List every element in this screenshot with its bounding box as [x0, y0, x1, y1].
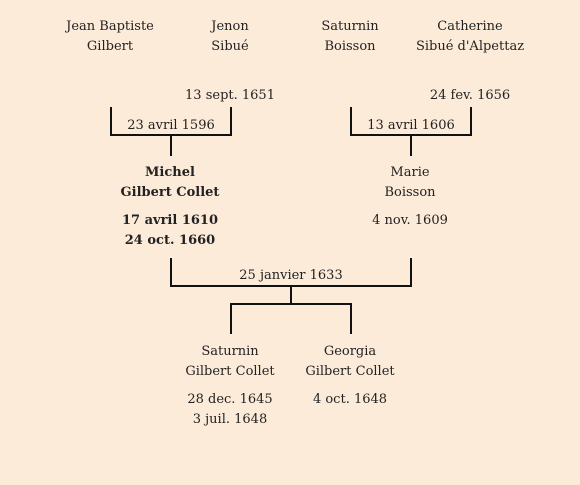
first-name: Georgia	[323, 344, 377, 359]
last-name: Sibué d'Alpettaz	[415, 39, 525, 54]
marriage-date-maternal: 13 avril 1606	[367, 118, 455, 133]
first-name: Saturnin	[201, 344, 259, 359]
first-name: Catherine	[437, 19, 503, 34]
child-person: Saturnin Gilbert Collet 28 dec. 1645 3 j…	[170, 342, 290, 430]
grandmother-paternal: Jenon Sibué	[170, 17, 290, 57]
child-person: Georgia Gilbert Collet 4 oct. 1648	[290, 342, 410, 410]
grandmother-maternal: Catherine Sibué d'Alpettaz	[400, 17, 540, 57]
first-name: Marie	[390, 165, 430, 180]
last-name: Boisson	[324, 39, 376, 54]
first-name: Saturnin	[321, 19, 379, 34]
child-stub-left	[230, 303, 232, 334]
grandfather-paternal: Jean Baptiste Gilbert	[50, 17, 170, 57]
last-name: Gilbert Collet	[185, 364, 275, 379]
first-name: Jean Baptiste	[66, 19, 154, 34]
bracket-descent	[410, 134, 412, 156]
bracket-descent	[290, 285, 292, 305]
bracket-right-stub	[470, 107, 472, 136]
last-name: Gilbert Collet	[120, 185, 220, 200]
birth-date: 17 avril 1610	[121, 213, 219, 228]
grandmother-paternal-date: 13 sept. 1651	[185, 88, 275, 103]
grandmother-maternal-date: 24 fev. 1656	[429, 88, 511, 103]
child-stub-right	[350, 303, 352, 334]
bracket-right-stub	[410, 258, 412, 287]
bracket-descent	[170, 134, 172, 156]
death-date: 24 oct. 1660	[124, 233, 216, 248]
birth-date: 4 oct. 1648	[312, 392, 388, 407]
last-name: Boisson	[384, 185, 436, 200]
death-date: 3 juil. 1648	[192, 412, 268, 427]
grandfather-maternal: Saturnin Boisson	[290, 17, 410, 57]
last-name: Gilbert	[86, 39, 134, 54]
marriage-date-paternal: 23 avril 1596	[127, 118, 215, 133]
birth-date: 28 dec. 1645	[187, 392, 273, 407]
last-name: Sibué	[211, 39, 249, 54]
last-name: Gilbert Collet	[305, 364, 395, 379]
first-name: Michel	[145, 165, 195, 180]
marriage-date-main: 25 janvier 1633	[239, 268, 343, 283]
bracket-left-stub	[350, 107, 352, 136]
bracket-left-stub	[170, 258, 172, 287]
first-name: Jenon	[211, 19, 249, 34]
birth-date: 4 nov. 1609	[372, 213, 448, 228]
bracket-right-stub	[230, 107, 232, 136]
bracket-left-stub	[110, 107, 112, 136]
father-person: Michel Gilbert Collet 17 avril 1610 24 o…	[100, 163, 240, 251]
mother-person: Marie Boisson 4 nov. 1609	[340, 163, 480, 231]
children-bar	[230, 303, 352, 305]
